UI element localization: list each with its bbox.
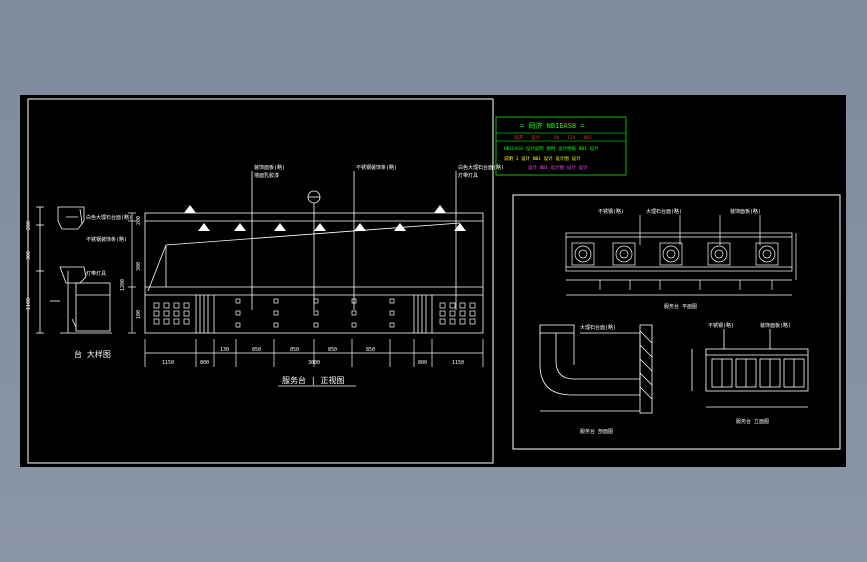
section-title: 台 大样图 <box>74 349 111 359</box>
bottom-dim-3: 130 <box>220 347 229 353</box>
elevation-title: 服务台 | 正视图 <box>282 375 344 385</box>
plan-view <box>565 215 797 296</box>
side-section-detail <box>36 206 112 334</box>
left-dim-3: 100 <box>136 310 142 319</box>
section-dim-1: 200 <box>26 221 32 230</box>
plan-callout-1: 不锈钢(略) <box>598 208 624 215</box>
plan-callout-3: 装饰面板(略) <box>730 208 761 215</box>
main-sheet-border <box>27 98 494 464</box>
front-elevation <box>144 171 484 334</box>
section-dim-3: 1100 <box>26 298 32 310</box>
section-a-title: 服务台 剖面图 <box>580 428 613 435</box>
plan-callout-2: 大理石台面(略) <box>646 208 682 215</box>
legend-border <box>495 116 627 176</box>
section-b-callout-1: 不锈钢(略) <box>708 322 734 329</box>
section-a-view <box>539 324 653 414</box>
bottom-dim-2: 800 <box>200 360 209 366</box>
left-dim-4: 1200 <box>120 279 126 291</box>
elevation-callout-4: 白色大理石台面(略) <box>458 164 504 171</box>
bottom-dim-1: 1150 <box>162 360 174 366</box>
section-callout-2: 不锈钢装饰条(略) <box>86 236 127 243</box>
cad-viewport[interactable]: 200 300 1100 白色大理石台面(略) 不锈钢装饰条(略) 灯带灯具 台… <box>20 95 846 467</box>
section-b-callout-2: 装饰面板(略) <box>760 322 791 329</box>
detail-sheet: 不锈钢(略) 大理石台面(略) 装饰面板(略) 服务台 平面图 大理石台面(略)… <box>512 194 841 450</box>
legend-title: = 同济 NB1EAS8 = <box>520 121 585 130</box>
light-fixtures <box>184 205 466 231</box>
elevation-callout-1: 装饰面板(略) <box>254 164 285 171</box>
bottom-dim-5: 850 <box>290 347 299 353</box>
bottom-dim-4: 850 <box>252 347 261 353</box>
bottom-dim-6: 3000 <box>308 360 320 366</box>
decorative-rosettes <box>571 242 779 266</box>
left-dim-2: 300 <box>136 262 142 271</box>
section-b-title: 服务台 立面图 <box>736 418 769 425</box>
bottom-dim-9: 800 <box>418 360 427 366</box>
legend-line-4: 说明 1 设计 NB1 设计 设计图 设计 <box>504 155 581 162</box>
left-dimension-line <box>128 212 136 334</box>
legend-line-3: NB1EAS8 设计说明 图例 设计图纸 NB1 设计 <box>504 145 599 152</box>
legend-box: = 同济 NB1EAS8 = 同济 · 设计 · · 20 · 134 · 00… <box>495 116 627 176</box>
legend-line-5: 设计 NB1 设计图 设计 设计 <box>528 164 588 171</box>
cad-drawing: 200 300 1100 白色大理石台面(略) 不锈钢装饰条(略) 灯带灯具 台… <box>26 98 841 464</box>
section-dim-2: 300 <box>26 251 32 260</box>
bottom-dim-8: 850 <box>366 347 375 353</box>
plan-title: 服务台 平面图 <box>664 303 697 310</box>
left-dim-1: 200 <box>136 216 142 225</box>
elevation-callout-3: 不锈钢装饰条(略) <box>356 164 397 171</box>
elevation-callout-2: 墙面乳胶漆 <box>254 172 279 179</box>
section-callout-1: 白色大理石台面(略) <box>86 214 132 221</box>
legend-line-2: 同济 · 设计 · · 20 · 134 · 001 <box>514 134 592 141</box>
main-sheet: 200 300 1100 白色大理石台面(略) 不锈钢装饰条(略) 灯带灯具 台… <box>26 98 504 464</box>
bottom-dim-10: 1150 <box>452 360 464 366</box>
section-a-callout: 大理石台面(略) <box>580 324 616 331</box>
bottom-dim-7: 850 <box>328 347 337 353</box>
detail-sheet-border <box>512 194 841 450</box>
section-b-view <box>691 329 809 408</box>
bottom-dimension-chain <box>144 339 484 367</box>
elevation-callout-5: 灯带灯具 <box>458 172 478 179</box>
panel-square-grid <box>153 298 476 328</box>
section-callout-3: 灯带灯具 <box>86 270 106 277</box>
